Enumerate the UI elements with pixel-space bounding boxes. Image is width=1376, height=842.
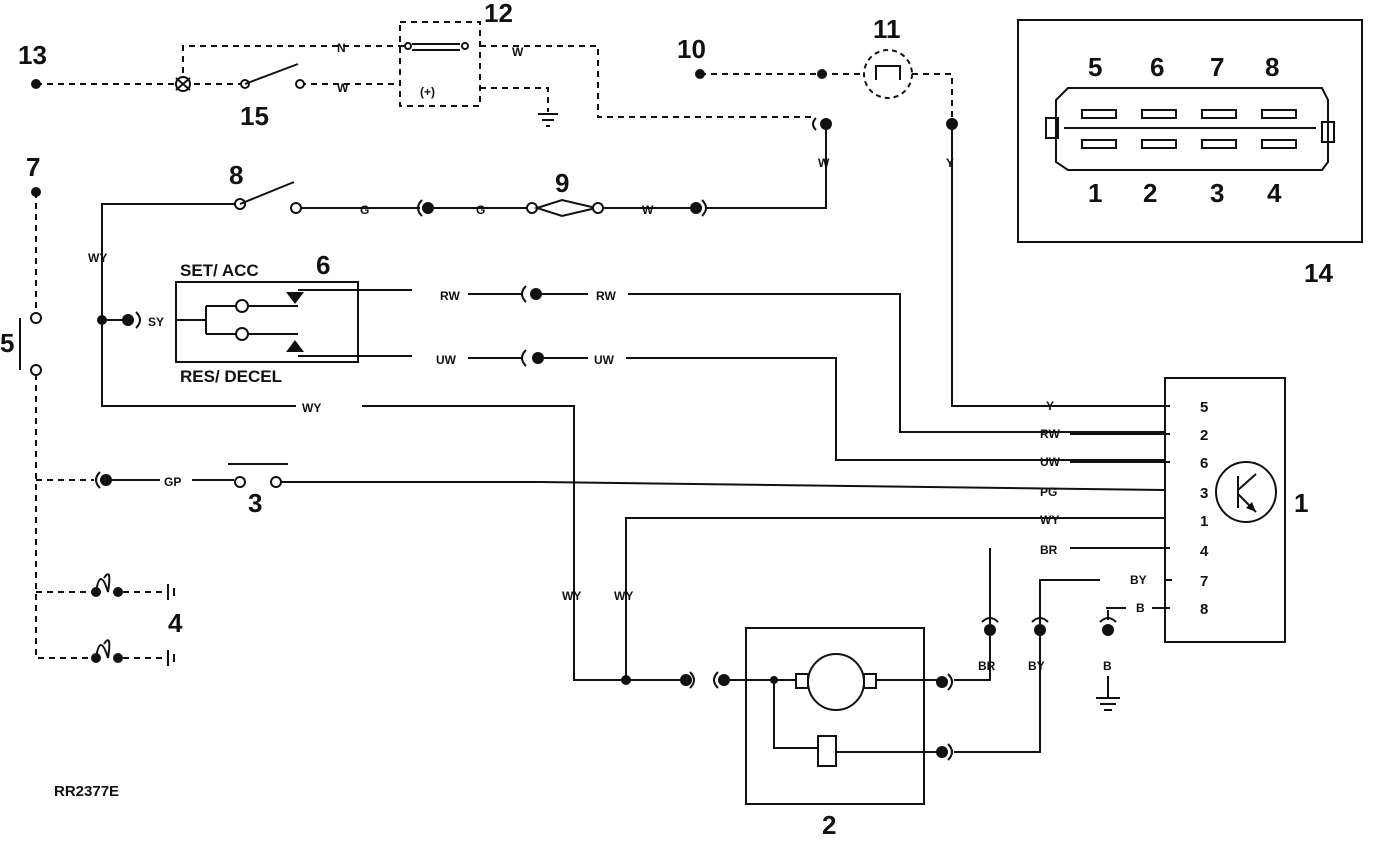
label-13: 13 (18, 40, 47, 70)
ecu-pin-2: 2 (1200, 427, 1208, 444)
lamps-4 (91, 573, 175, 666)
ecu-wire-pg: PG (1040, 485, 1057, 499)
conn-pin-6: 6 (1150, 52, 1164, 82)
terminal-13-dot (31, 79, 41, 89)
wire-label-w-vert: W (818, 156, 830, 170)
ecu-wire-b: B (1136, 601, 1145, 615)
wire-label-rw-1: RW (440, 289, 460, 303)
ecu-pin-wires (1065, 405, 1172, 609)
ecu-wire-y: Y (1046, 399, 1054, 413)
label-set-acc: SET/ ACC (180, 261, 259, 280)
wire-label-by: BY (1028, 659, 1045, 673)
wire-label-b: B (1103, 659, 1112, 673)
wire-label-rw-2: RW (596, 289, 616, 303)
wire-label-g-2: G (476, 203, 485, 217)
conn-pin-7: 7 (1210, 52, 1224, 82)
label-12: 12 (484, 0, 513, 28)
label-8: 8 (229, 160, 243, 190)
ecu-wire-by: BY (1130, 573, 1147, 587)
ecu-1 (1164, 377, 1286, 643)
ecu-wire-wy: WY (1040, 513, 1059, 527)
wire-w-vertical (706, 117, 832, 209)
ecu-pin-7: 7 (1200, 573, 1208, 590)
switch-unit-6 (97, 281, 412, 363)
connector-15-junction (175, 76, 191, 92)
terminal-10-dot (695, 69, 705, 79)
wire-rw (468, 285, 1165, 433)
ecu-pin-8: 8 (1200, 601, 1208, 618)
wires-br-by-b (954, 548, 1126, 753)
wire-label-uw-1: UW (436, 353, 457, 367)
conn-pin-4: 4 (1267, 178, 1282, 208)
wire-label-w-15: W (337, 81, 349, 95)
wire-label-n: N (337, 41, 346, 55)
junction-10-dot (817, 69, 827, 79)
ecu-pin-4: 4 (1200, 543, 1209, 560)
top-dashed-circuit (36, 45, 953, 124)
brake-switch-8-line (101, 181, 528, 320)
conn-pin-3: 3 (1210, 178, 1224, 208)
label-14: 14 (1304, 258, 1333, 288)
wire-label-uw-2: UW (594, 353, 615, 367)
ecu-wire-rw: RW (1040, 427, 1060, 441)
relay-12-text: (+) (420, 85, 435, 99)
actuator-2 (680, 627, 953, 805)
label-5: 5 (0, 328, 14, 358)
reference-code: RR2377E (54, 783, 119, 800)
label-res-decel: RES/ DECEL (180, 367, 282, 386)
label-10: 10 (677, 34, 706, 64)
relay-12 (399, 21, 481, 107)
wire-label-sy: SY (148, 315, 164, 329)
label-1: 1 (1294, 488, 1308, 518)
wire-label-wy-mid: WY (302, 401, 321, 415)
conn-pin-1: 1 (1088, 178, 1102, 208)
label-11: 11 (873, 14, 901, 44)
switch-15 (240, 63, 305, 89)
ground-icon (1096, 697, 1120, 711)
left-dashed-bus (35, 192, 94, 659)
wire-label-br: BR (978, 659, 996, 673)
wire-label-w-9: W (642, 203, 654, 217)
wire-label-y-vert: Y (946, 156, 954, 170)
connector-14 (1017, 19, 1363, 243)
label-4: 4 (168, 608, 183, 638)
conn-pin-5: 5 (1088, 52, 1102, 82)
wire-label-wy-2: WY (614, 589, 633, 603)
ecu-pin-3: 3 (1200, 485, 1208, 502)
ground-12-icon (538, 113, 558, 127)
wire-label-g-1: G (360, 203, 369, 217)
conn-pin-2: 2 (1143, 178, 1157, 208)
label-2: 2 (822, 810, 836, 840)
wire-wy (101, 320, 1165, 685)
ecu-wire-uw: UW (1040, 455, 1061, 469)
wire-gp (95, 463, 1166, 491)
wire-uw (468, 349, 1165, 461)
wire-label-wy-left: WY (88, 251, 107, 265)
sensor-11 (863, 49, 913, 99)
label-3: 3 (248, 488, 262, 518)
switch-5 (19, 312, 42, 376)
wire-label-w-12: W (512, 45, 524, 59)
ecu-wire-br: BR (1040, 543, 1058, 557)
label-7: 7 (26, 152, 40, 182)
ecu-pin-1: 1 (1200, 513, 1208, 530)
label-9: 9 (555, 168, 569, 198)
diode-9 (526, 198, 707, 218)
ecu-pin-6: 6 (1200, 455, 1208, 472)
label-15: 15 (240, 101, 269, 131)
wire-label-wy-1: WY (562, 589, 581, 603)
wire-label-gp: GP (164, 475, 181, 489)
ecu-pin-5: 5 (1200, 399, 1208, 416)
label-6: 6 (316, 250, 330, 280)
conn-pin-8: 8 (1265, 52, 1279, 82)
